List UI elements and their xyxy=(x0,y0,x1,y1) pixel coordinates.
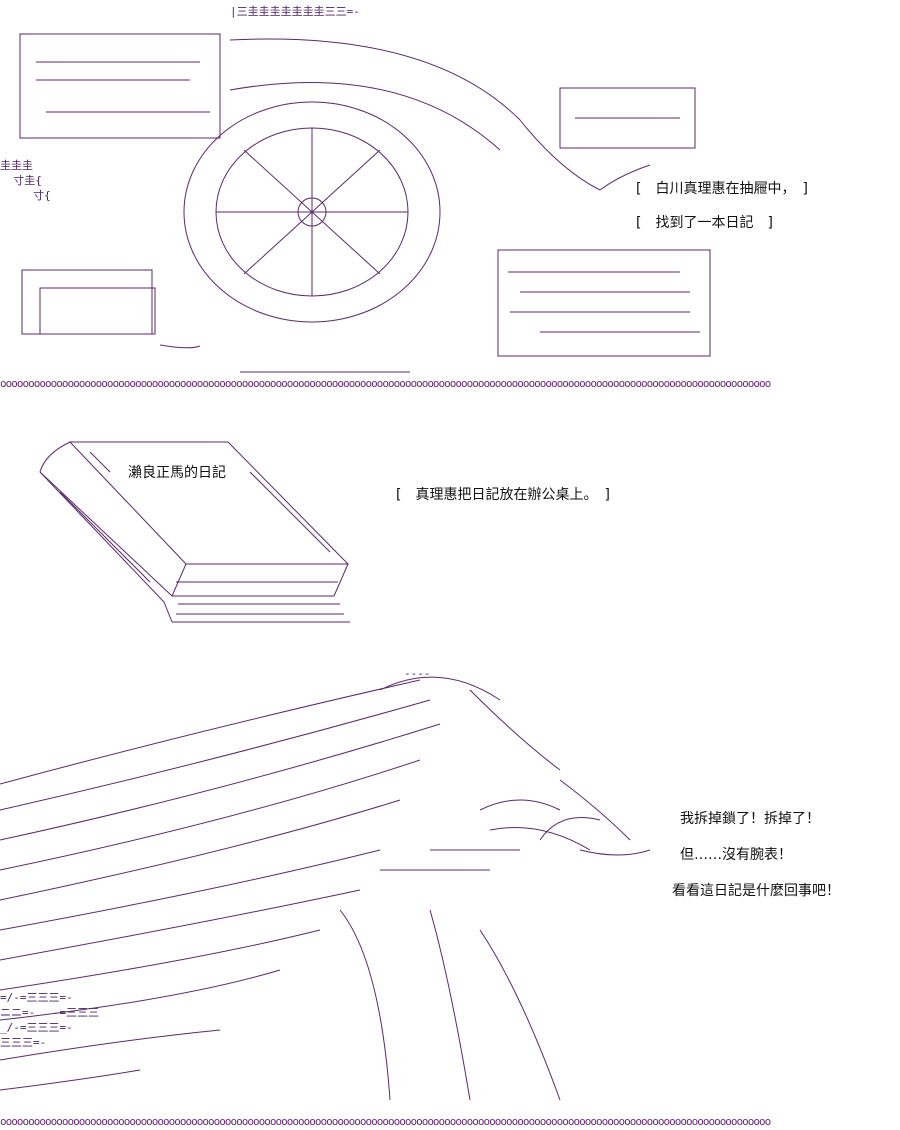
panel-diary-on-desk: 瀨良正馬的日記 [ 真理惠把日記放在辦公桌上。 ] xyxy=(0,392,900,642)
diary-book-drawing xyxy=(39,441,350,623)
panel-drawer: |三圭圭圭圭圭圭圭三三=- 圭圭圭 寸圭{ 寸{ [ 白川真理惠在抽屜中， ] … xyxy=(0,0,900,378)
ascii-art-fragment: =/-=三三三=- ニニ=- -=三三三 _/-=三三三=- 三三三=- xyxy=(0,991,100,1049)
dialogue-lock-removed: 我拆掉鎖了！拆掉了！ xyxy=(680,811,820,827)
caption-found-in-drawer: [ 白川真理惠在抽屜中， ] xyxy=(636,181,808,197)
panel-divider: oooooooooooooooooooooooooooooooooooooooo… xyxy=(0,1116,771,1128)
caption-found-diary: [ 找到了一本日記 ] xyxy=(636,215,773,231)
ascii-art-fragment: ---- xyxy=(404,667,431,680)
dialogue-read-diary: 看看這日記是什麼回事吧！ xyxy=(672,883,840,899)
panel-broken-lock: ---- =/-=三三三=- ニニ=- -=三三三 _/-=三三三=- 三三三=… xyxy=(0,660,900,1116)
drawer-line-art xyxy=(19,33,711,373)
ascii-art-fragment: 圭圭圭 寸圭{ 寸{ xyxy=(0,159,51,202)
panel-divider: oooooooooooooooooooooooooooooooooooooooo… xyxy=(0,378,771,390)
caption-diary-on-desk: [ 真理惠把日記放在辦公桌上。 ] xyxy=(396,487,610,503)
character-hair-line-art xyxy=(0,676,651,1101)
ascii-art-fragment: |三圭圭圭圭圭圭圭三三=- xyxy=(230,5,360,18)
dialogue-no-watch: 但……沒有腕表！ xyxy=(680,847,792,863)
diary-title: 瀨良正馬的日記 xyxy=(128,465,226,481)
